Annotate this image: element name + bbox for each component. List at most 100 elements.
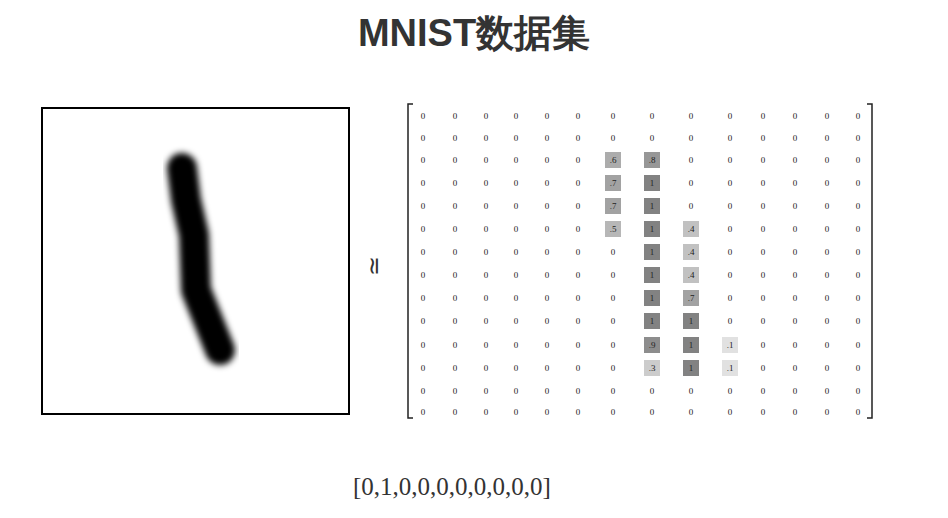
matrix-cell: 0 — [601, 267, 625, 283]
matrix-cell: 0 — [504, 175, 528, 191]
matrix-cell: 0 — [783, 404, 807, 420]
matrix-cell: .7 — [605, 175, 621, 191]
matrix-cell: 0 — [846, 130, 870, 146]
matrix-cell: 0 — [640, 404, 664, 420]
matrix-cell: 1 — [683, 337, 699, 353]
matrix-cell: 0 — [504, 267, 528, 283]
matrix-cell: 0 — [504, 383, 528, 399]
matrix-cell: 0 — [411, 360, 435, 376]
matrix-cell: 0 — [566, 404, 590, 420]
matrix-cell: 0 — [504, 198, 528, 214]
matrix-cell: 0 — [443, 175, 467, 191]
matrix-cell: 0 — [815, 267, 839, 283]
matrix-cell: 0 — [751, 290, 775, 306]
matrix-cell: 0 — [535, 221, 559, 237]
matrix-cell: 0 — [474, 383, 498, 399]
matrix-cell: 0 — [411, 130, 435, 146]
matrix-cell: 0 — [411, 198, 435, 214]
matrix-cell: 0 — [566, 313, 590, 329]
matrix-cell: 0 — [718, 175, 742, 191]
matrix-cell: 0 — [535, 108, 559, 124]
matrix-cell: 0 — [504, 221, 528, 237]
matrix-cell: 0 — [566, 175, 590, 191]
matrix-cell: 0 — [504, 290, 528, 306]
matrix-cell: 0 — [751, 152, 775, 168]
matrix-cell: 0 — [751, 267, 775, 283]
matrix-cell: 0 — [443, 198, 467, 214]
matrix-cell: .4 — [683, 221, 699, 237]
matrix-cell: 0 — [443, 383, 467, 399]
matrix-cell: 0 — [504, 360, 528, 376]
matrix-cell: 0 — [751, 383, 775, 399]
matrix-cell: 0 — [411, 290, 435, 306]
matrix-cell: 0 — [535, 267, 559, 283]
matrix-cell: 0 — [566, 267, 590, 283]
matrix-cell: .9 — [644, 337, 660, 353]
matrix-cell: 0 — [815, 108, 839, 124]
matrix-cell: 1 — [644, 198, 660, 214]
matrix-cell: 0 — [566, 360, 590, 376]
matrix-cell: 0 — [411, 267, 435, 283]
matrix-cell: 0 — [566, 152, 590, 168]
matrix-cell: 0 — [411, 152, 435, 168]
matrix-cell: 0 — [751, 175, 775, 191]
matrix-cell: 0 — [846, 175, 870, 191]
matrix-cell: 0 — [443, 290, 467, 306]
matrix-cell: 0 — [640, 130, 664, 146]
matrix-cell: 0 — [535, 198, 559, 214]
matrix-cell: 0 — [815, 175, 839, 191]
matrix-cell: 0 — [535, 360, 559, 376]
matrix-cell: 1 — [683, 360, 699, 376]
matrix-cell: 0 — [846, 313, 870, 329]
matrix-cell: 0 — [718, 108, 742, 124]
matrix-cell: 0 — [411, 313, 435, 329]
matrix-cell: 0 — [783, 383, 807, 399]
matrix-cell: 0 — [601, 108, 625, 124]
matrix-cell: 0 — [504, 108, 528, 124]
matrix-cell: 0 — [601, 313, 625, 329]
matrix-cell: 0 — [474, 290, 498, 306]
matrix-cell: 0 — [846, 267, 870, 283]
matrix-cell: 1 — [644, 267, 660, 283]
matrix-cell: 0 — [504, 130, 528, 146]
matrix-cell: 0 — [846, 383, 870, 399]
matrix-cell: 0 — [846, 337, 870, 353]
matrix-cell: .3 — [644, 360, 660, 376]
matrix-cell: 0 — [640, 383, 664, 399]
matrix-cell: 0 — [601, 130, 625, 146]
matrix-cell: 0 — [679, 130, 703, 146]
matrix-cell: 0 — [411, 383, 435, 399]
handwritten-digit — [182, 168, 220, 350]
matrix-cell: .8 — [644, 152, 660, 168]
matrix-cell: 0 — [815, 383, 839, 399]
matrix-cell: 0 — [783, 267, 807, 283]
matrix-cell: 0 — [815, 198, 839, 214]
matrix-cell: 0 — [718, 404, 742, 420]
matrix-cell: 0 — [783, 360, 807, 376]
matrix-bracket-left — [408, 104, 413, 418]
matrix-cell: 0 — [815, 313, 839, 329]
matrix-cell: 0 — [601, 383, 625, 399]
matrix-cell: 0 — [443, 130, 467, 146]
matrix-cell: 0 — [751, 404, 775, 420]
matrix-cell: 0 — [474, 175, 498, 191]
matrix-cell: 0 — [815, 130, 839, 146]
matrix-cell: .7 — [605, 198, 621, 214]
matrix-cell: 0 — [411, 108, 435, 124]
matrix-cell: 0 — [783, 221, 807, 237]
matrix-cell: 0 — [751, 360, 775, 376]
matrix-cell: 0 — [846, 360, 870, 376]
matrix-cell: 0 — [783, 130, 807, 146]
matrix-cell: 0 — [566, 290, 590, 306]
matrix-cell: .1 — [722, 337, 738, 353]
matrix-cell: 0 — [718, 313, 742, 329]
matrix-cell: 0 — [566, 108, 590, 124]
matrix-cell: 0 — [783, 152, 807, 168]
matrix-cell: 0 — [783, 313, 807, 329]
matrix-cell: 0 — [535, 152, 559, 168]
matrix-cell: 0 — [566, 130, 590, 146]
matrix-cell: 0 — [443, 337, 467, 353]
matrix-cell: 0 — [640, 108, 664, 124]
matrix-cell: 0 — [783, 337, 807, 353]
